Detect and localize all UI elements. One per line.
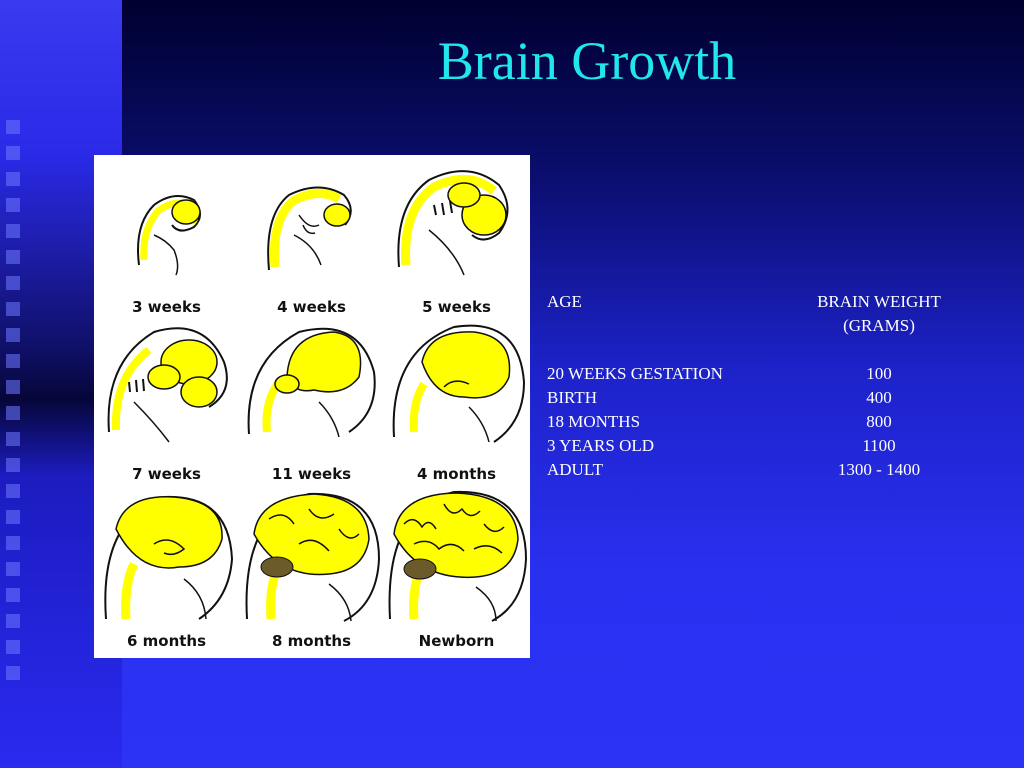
table-row: 3 YEARS OLD 1100	[547, 434, 967, 458]
age-cell: ADULT	[547, 460, 604, 479]
decorative-square-row	[6, 640, 118, 654]
decorative-square-row	[6, 380, 118, 394]
table-header-row: AGE BRAIN WEIGHT	[547, 290, 967, 314]
decorative-square	[6, 146, 20, 160]
decorative-square-row	[6, 198, 118, 212]
age-cell: 20 WEEKS GESTATION	[547, 364, 723, 383]
fetus-8-months-icon	[245, 492, 381, 622]
decorative-square-row	[6, 614, 118, 628]
age-cell: 3 YEARS OLD	[547, 436, 655, 455]
decorative-square	[6, 640, 20, 654]
stage-label: 5 weeks	[422, 298, 491, 316]
weight-column-header: BRAIN WEIGHT	[817, 292, 941, 311]
embryo-5-weeks-icon	[397, 170, 509, 276]
newborn-brain-icon	[388, 490, 528, 622]
decorative-square	[6, 120, 20, 134]
stage-label: 6 months	[126, 632, 207, 650]
decorative-square	[6, 484, 20, 498]
decorative-square	[6, 354, 20, 368]
decorative-square-row	[6, 224, 118, 238]
weight-cell: 1100	[862, 436, 896, 455]
decorative-square	[6, 588, 20, 602]
decorative-square	[6, 302, 20, 316]
decorative-square	[6, 458, 20, 472]
stage-newborn: Newborn	[384, 489, 529, 656]
stage-7-weeks: 7 weeks	[94, 322, 239, 489]
decorative-square-row	[6, 588, 118, 602]
decorative-square-row	[6, 536, 118, 550]
weight-cell: 1300 - 1400	[837, 460, 921, 479]
age-column-header: AGE	[547, 292, 582, 311]
fetus-4-months-icon	[392, 324, 526, 443]
stage-5-weeks: 5 weeks	[384, 155, 529, 322]
decorative-square-row	[6, 406, 118, 420]
stage-label: 3 weeks	[132, 298, 201, 316]
slide-title: Brain Growth	[437, 31, 737, 91]
decorative-square	[6, 510, 20, 524]
decorative-square-row	[6, 250, 118, 264]
weight-cell: 400	[866, 388, 892, 407]
stage-label: 4 weeks	[277, 298, 346, 316]
decorative-square-row	[6, 302, 118, 316]
decorative-square	[6, 536, 20, 550]
brain-weight-table: AGE BRAIN WEIGHT (GRAMS) 20 WEEKS GESTAT…	[547, 290, 967, 482]
decorative-square-row	[6, 484, 118, 498]
stage-label: 4 months	[416, 465, 497, 483]
stage-4-months: 4 months	[384, 322, 529, 489]
decorative-square	[6, 198, 20, 212]
stage-6-months: 6 months	[94, 489, 239, 656]
stage-label: 7 weeks	[132, 465, 201, 483]
decorative-square-row	[6, 432, 118, 446]
stage-label: Newborn	[418, 632, 495, 650]
table-row: BIRTH 400	[547, 386, 967, 410]
weight-cell: 800	[866, 412, 892, 431]
decorative-square-row	[6, 120, 118, 134]
weight-unit-label: (GRAMS)	[843, 316, 915, 335]
age-cell: 18 MONTHS	[547, 412, 641, 431]
stage-label: 8 months	[271, 632, 352, 650]
decorative-square-row	[6, 510, 118, 524]
embryo-4-weeks-icon	[267, 186, 352, 271]
table-row: 18 MONTHS 800	[547, 410, 967, 434]
brain-development-illustration: 3 weeks 4 weeks 5 weeks	[94, 155, 530, 658]
decorative-square	[6, 328, 20, 342]
weight-cell: 100	[866, 364, 892, 383]
table-row: 20 WEEKS GESTATION 100	[547, 362, 967, 386]
decorative-square	[6, 224, 20, 238]
decorative-square-row	[6, 562, 118, 576]
stage-11-weeks: 11 weeks	[239, 322, 384, 489]
fetus-6-months-icon	[104, 495, 234, 620]
decorative-square-row	[6, 328, 118, 342]
stage-3-weeks: 3 weeks	[94, 155, 239, 322]
decorative-square	[6, 172, 20, 186]
decorative-square	[6, 614, 20, 628]
decorative-square	[6, 276, 20, 290]
decorative-square	[6, 432, 20, 446]
decorative-square	[6, 666, 20, 680]
table-row: ADULT 1300 - 1400	[547, 458, 967, 482]
stage-8-months: 8 months	[239, 489, 384, 656]
decorative-square-row	[6, 458, 118, 472]
decorative-square-row	[6, 146, 118, 160]
stage-4-weeks: 4 weeks	[239, 155, 384, 322]
stage-label: 11 weeks	[271, 465, 352, 483]
decorative-square	[6, 406, 20, 420]
embryo-11-weeks-icon	[247, 327, 376, 438]
decorative-square-row	[6, 666, 118, 680]
decorative-square	[6, 562, 20, 576]
decorative-square-row	[6, 276, 118, 290]
embryo-3-weeks-icon	[137, 195, 201, 276]
embryo-7-weeks-icon	[107, 327, 228, 443]
decorative-square-row	[6, 172, 118, 186]
decorative-square	[6, 380, 20, 394]
age-cell: BIRTH	[547, 388, 597, 407]
decorative-square	[6, 250, 20, 264]
decorative-square-row	[6, 354, 118, 368]
decorative-squares	[6, 120, 118, 692]
table-unit-row: (GRAMS)	[547, 314, 967, 338]
spacer-row	[547, 338, 967, 362]
